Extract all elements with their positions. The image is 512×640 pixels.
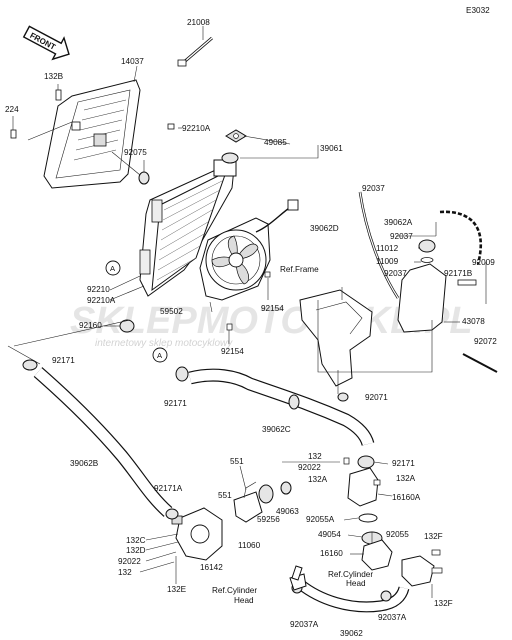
reserve-tank [397, 239, 477, 333]
radiator-screen [43, 79, 141, 189]
callout-a-lower: A [152, 347, 168, 363]
label-92055: 92055 [386, 530, 409, 539]
hose-39062b [22, 359, 173, 517]
label-132-upper: 132 [308, 452, 322, 461]
bolt-92154-icon [264, 271, 271, 300]
label-92071: 92071 [365, 393, 388, 402]
label-92022-lower: 92022 [118, 557, 141, 566]
watermark-sub-text: internetowy sklep motocyklowy [95, 338, 233, 349]
diagram-code: E3032 [466, 6, 490, 15]
label-92160: 92160 [79, 321, 102, 330]
label-59502: 59502 [160, 307, 183, 316]
ref-frame-label: Ref.Frame [280, 265, 319, 274]
cooling-fan-assembly [199, 199, 299, 301]
label-92154-b: 92154 [221, 347, 244, 356]
label-39062: 39062 [340, 629, 363, 638]
label-39061: 39061 [320, 144, 343, 153]
label-92009: 92009 [472, 258, 495, 267]
label-92037-mid: 92037 [390, 232, 413, 241]
water-pump-16142 [171, 507, 223, 561]
label-92037a-left: 92037A [290, 620, 319, 629]
fan-switch-21008-icon [177, 26, 213, 67]
label-92075: 92075 [124, 148, 147, 157]
label-132b: 132B [44, 72, 64, 81]
thermostat-housing-16160a [343, 455, 381, 507]
label-39062c: 39062C [262, 425, 291, 434]
label-59256: 59256 [257, 515, 280, 524]
label-132f-top: 132F [424, 532, 443, 541]
label-92171b: 92171B [444, 269, 473, 278]
label-224: 224 [5, 105, 19, 114]
label-132d: 132D [126, 546, 146, 555]
label-132e: 132E [167, 585, 187, 594]
label-92210a-top: 92210A [182, 124, 211, 133]
label-92171-left: 92171 [52, 356, 75, 365]
label-92171-mid: 92171 [164, 399, 187, 408]
bolt-224-icon [10, 116, 17, 139]
label-551-a: 551 [230, 457, 244, 466]
svg-text:A: A [157, 351, 163, 360]
label-11060: 11060 [238, 541, 261, 550]
ref-cylinder-head-left-2: Head [234, 596, 254, 605]
label-92037-top: 92037 [362, 184, 385, 193]
label-21008: 21008 [187, 18, 210, 27]
label-132c: 132C [126, 536, 146, 545]
impeller-59256-icon [258, 484, 274, 504]
label-92171-right: 92171 [392, 459, 415, 468]
seal-49063-icon [280, 481, 292, 495]
label-92210a-low: 92210A [87, 296, 116, 305]
pump-cover-11060 [233, 481, 263, 523]
clamp-92171a-icon [165, 508, 179, 520]
front-arrow-icon: FRONT [22, 25, 70, 61]
label-132f-bottom: 132F [434, 599, 453, 608]
label-43078: 43078 [462, 317, 485, 326]
bolt-132b-icon [55, 84, 62, 101]
thermostat-cover-16160 [361, 539, 443, 587]
label-39062b: 39062B [70, 459, 99, 468]
label-16160a: 16160A [392, 493, 421, 502]
label-16142: 16142 [200, 563, 223, 572]
bolt-92154-lower-icon [226, 323, 233, 344]
label-92210: 92210 [87, 285, 110, 294]
label-11012: 11012 [376, 244, 399, 253]
label-551-b: 551 [218, 491, 232, 500]
label-49085: 49085 [264, 138, 287, 147]
label-14037: 14037 [121, 57, 144, 66]
ref-cylinder-head-right-1: Ref.Cylinder [328, 570, 373, 579]
callout-a-upper: A [105, 260, 121, 276]
svg-text:A: A [110, 264, 116, 273]
label-132a-left: 132A [308, 475, 328, 484]
label-132a-right: 132A [396, 474, 416, 483]
label-132-lower: 132 [118, 568, 132, 577]
ref-cylinder-head-left-1: Ref.Cylinder [212, 586, 257, 595]
hose-39062c [175, 366, 375, 446]
leader-lines [104, 151, 460, 573]
label-92022-upper: 92022 [298, 463, 321, 472]
ref-cylinder-head-right-2: Head [346, 579, 366, 588]
label-49054: 49054 [318, 530, 341, 539]
part-labels: 21008 14037 132B 224 92210A 49085 39061 … [5, 18, 497, 638]
o-ring-92055a-icon [358, 513, 378, 523]
radiator-cap-49085-icon [225, 129, 247, 143]
label-16160: 16160 [320, 549, 343, 558]
hose-39062 [289, 573, 410, 613]
label-92171a: 92171A [154, 484, 183, 493]
label-92037a-right: 92037A [378, 613, 407, 622]
label-92072: 92072 [474, 337, 497, 346]
label-11009: 11009 [376, 257, 399, 266]
label-92055a: 92055A [306, 515, 335, 524]
label-39062a: 39062A [384, 218, 413, 227]
label-49063: 49063 [276, 507, 299, 516]
screw-92210a-icon [167, 123, 175, 130]
radiator-core [119, 152, 239, 333]
label-92037-low: 92037 [384, 269, 407, 278]
label-39062d: 39062D [310, 224, 339, 233]
label-92154-a: 92154 [261, 304, 284, 313]
grommet-92075-icon [138, 160, 150, 185]
